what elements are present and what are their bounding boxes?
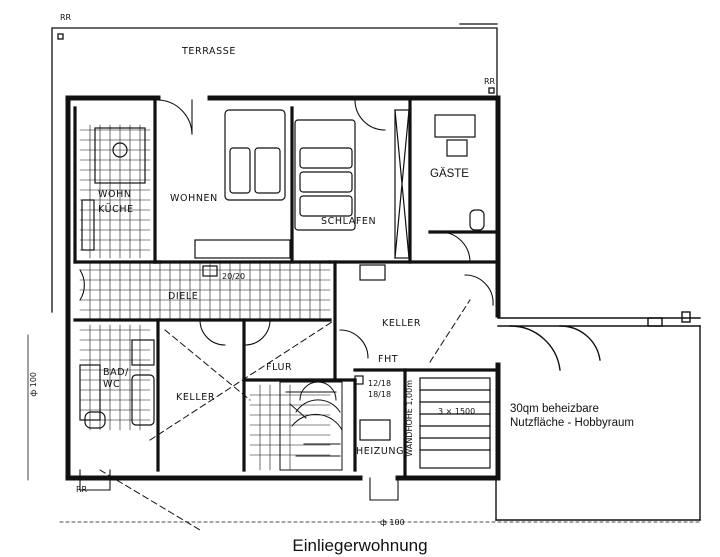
staircase <box>279 381 343 471</box>
terrace-outline <box>51 23 498 313</box>
plan-caption: Einliegerwohnung <box>292 536 428 555</box>
extension-outline <box>495 311 701 521</box>
dimension-bottom: ф 100 <box>380 518 405 527</box>
room-label-wohnen: WOHNEN <box>170 193 218 204</box>
room-label-diele: DIELE <box>168 291 199 302</box>
room-label-kueche: KÜCHE <box>98 204 134 215</box>
room-label-terrasse: TERRASSE <box>182 46 236 57</box>
outer-walls <box>65 95 501 481</box>
stair-mark-1: 12/18 <box>368 379 392 388</box>
room-label-keller-left: KELLER <box>176 392 216 403</box>
room-label-fht: FHT <box>378 354 399 365</box>
dimension-left: ф 100 <box>29 372 38 397</box>
room-label-wohn: WOHN <box>98 189 132 200</box>
room-label-flur: FLUR <box>266 362 293 373</box>
shaft-mark: 3 × 1500 <box>438 407 476 416</box>
room-label-gaeste: GÄSTE <box>430 168 469 180</box>
inner-walls <box>73 96 500 480</box>
section-lines <box>99 299 471 531</box>
note-line-1: 30qm beheizbare <box>510 403 599 415</box>
furniture <box>79 109 491 469</box>
rr-mark-bottom-left: RR <box>76 485 88 494</box>
rr-mark-top-left: RR <box>60 13 72 22</box>
height-mark-diele: 20/20 <box>222 272 246 281</box>
room-label-heizung: HEIZUNG <box>356 446 405 457</box>
room-label-keller-right: KELLER <box>382 318 422 329</box>
room-label-schlafen: SCHLAFEN <box>321 216 377 227</box>
tiled-floor <box>79 124 331 471</box>
room-label-bad: BAD/ <box>103 367 129 378</box>
stair-mark-2: 18/18 <box>368 390 392 399</box>
wall-height-mark: WANDHÖHE 1,00m <box>405 380 414 457</box>
room-label-wc: WC <box>103 379 121 390</box>
door-swings <box>79 99 494 501</box>
note-line-2: Nutzfläche - Hobbyraum <box>510 417 634 429</box>
rr-mark-top-right: RR <box>484 77 496 86</box>
